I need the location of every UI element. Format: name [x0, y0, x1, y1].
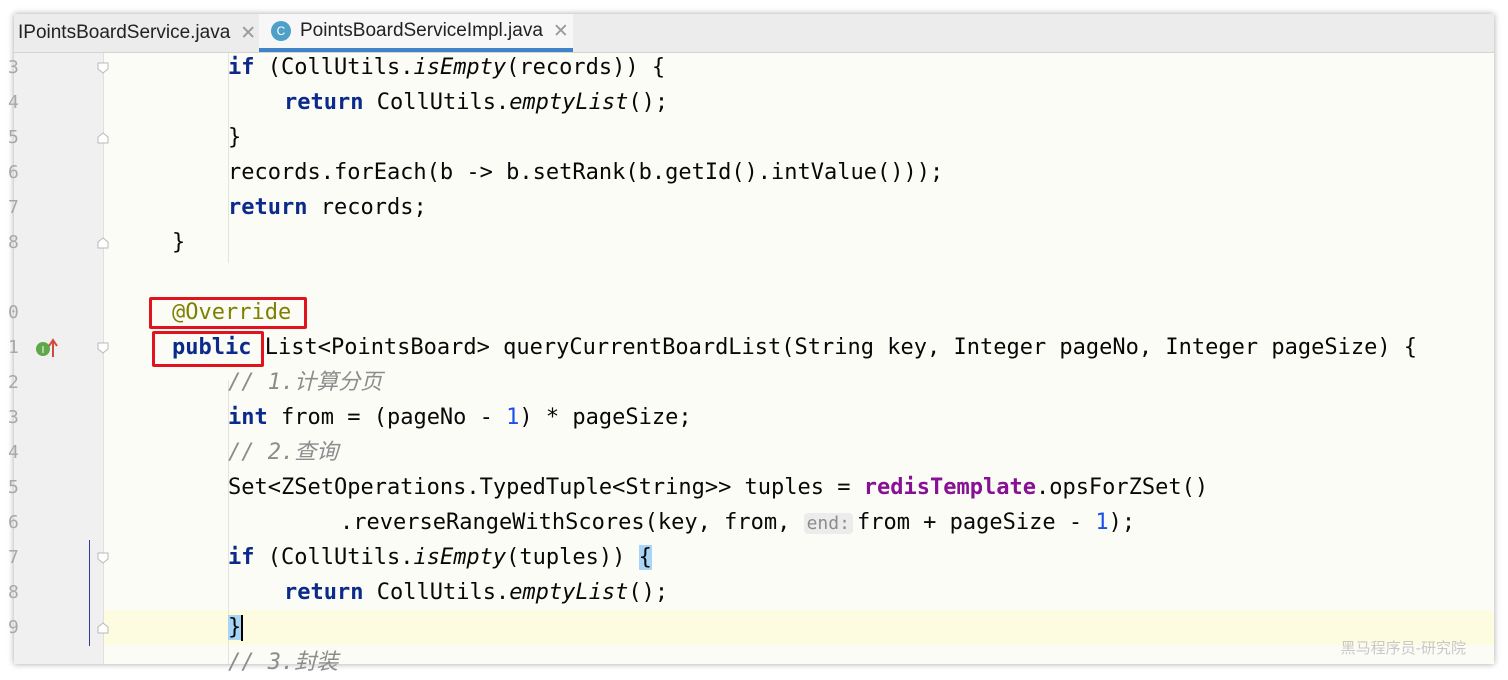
svg-text:I: I: [42, 345, 45, 356]
code-line[interactable]: 7 return records;: [8, 190, 1494, 225]
line-number: 3: [8, 57, 19, 78]
close-icon[interactable]: ✕: [552, 20, 569, 42]
watermark: 黑马程序员-研究院: [1340, 639, 1466, 657]
code-text: }: [172, 230, 186, 255]
line-number: 8: [8, 232, 19, 253]
code-line[interactable]: 6 .reverseRangeWithScores(key, from, end…: [8, 505, 1494, 540]
line-number: 4: [8, 442, 19, 463]
code-line[interactable]: 9 }: [8, 610, 1494, 645]
line-number: 4: [8, 92, 19, 113]
code-text: return CollUtils.emptyList();: [284, 90, 669, 115]
implements-method-icon[interactable]: I: [34, 337, 70, 359]
text-caret: [241, 615, 244, 641]
code-text: public List<PointsBoard> queryCurrentBoa…: [172, 335, 1418, 360]
editor-window: IPointsBoardService.java ✕ C PointsBoard…: [8, 14, 1494, 675]
line-number: 1: [8, 337, 19, 358]
code-line[interactable]: 1 I public List<PointsBoard> queryCurren…: [8, 330, 1494, 365]
code-text: }: [228, 610, 244, 645]
java-class-icon: C: [271, 21, 291, 41]
line-number: 6: [8, 162, 19, 183]
code-text: .reverseRangeWithScores(key, from, end:f…: [340, 510, 1136, 535]
code-line[interactable]: 8 return CollUtils.emptyList();: [8, 575, 1494, 610]
code-line[interactable]: 5 Set<ZSetOperations.TypedTuple<String>>…: [8, 470, 1494, 505]
code-line[interactable]: 8 }: [8, 225, 1494, 260]
code-line[interactable]: 3 if (CollUtils.isEmpty(records)) {: [8, 50, 1494, 85]
matched-brace: {: [638, 545, 652, 570]
code-text: int from = (pageNo - 1) * pageSize;: [228, 405, 692, 430]
code-text: records.forEach(b -> b.setRank(b.getId()…: [228, 160, 944, 185]
code-line[interactable]: // 3.封装: [14, 645, 1494, 680]
comment-text: // 3.封装: [228, 650, 339, 675]
public-highlight-box: [152, 331, 264, 367]
code-line[interactable]: 2 // 1.计算分页: [8, 365, 1494, 400]
code-line[interactable]: 4 // 2.查询: [8, 435, 1494, 470]
matched-brace: }: [228, 615, 242, 640]
fold-end-icon[interactable]: [96, 621, 110, 635]
code-text: return CollUtils.emptyList();: [284, 580, 669, 605]
annotation-text: @Override: [172, 300, 292, 325]
code-text: }: [228, 125, 242, 150]
line-number: 9: [8, 617, 19, 638]
indent-guide: [228, 380, 229, 664]
line-number: 5: [8, 127, 19, 148]
current-line-highlight: [104, 610, 1494, 645]
fold-icon[interactable]: [96, 341, 110, 355]
gutter-divider: [103, 53, 104, 664]
fold-icon[interactable]: [96, 61, 110, 75]
code-line[interactable]: 5 }: [8, 120, 1494, 155]
fold-icon[interactable]: [96, 551, 110, 565]
code-text: Set<ZSetOperations.TypedTuple<String>> t…: [228, 475, 1209, 500]
override-highlight-box: [149, 297, 307, 329]
line-number: 6: [8, 512, 19, 533]
comment-text: // 2.查询: [228, 440, 339, 465]
parameter-hint: end:: [803, 513, 853, 534]
line-number: 2: [8, 372, 19, 393]
close-icon[interactable]: ✕: [240, 22, 257, 44]
code-line[interactable]: 0 @Override: [8, 295, 1494, 330]
code-text: if (CollUtils.isEmpty(tuples)) {: [228, 545, 652, 570]
line-number: 7: [8, 197, 19, 218]
code-line[interactable]: 6 records.forEach(b -> b.setRank(b.getId…: [8, 155, 1494, 190]
fold-end-icon[interactable]: [96, 131, 110, 145]
line-number: 5: [8, 477, 19, 498]
tab-pointsboardserviceimpl[interactable]: C PointsBoardServiceImpl.java ✕: [259, 14, 573, 52]
code-line[interactable]: 3 int from = (pageNo - 1) * pageSize;: [8, 400, 1494, 435]
code-text: return records;: [228, 195, 427, 220]
line-number: 3: [8, 407, 19, 428]
line-number: 7: [8, 547, 19, 568]
scope-marker: [89, 540, 90, 646]
editor-tab-bar: IPointsBoardService.java ✕ C PointsBoard…: [14, 14, 1494, 53]
tab-label: IPointsBoardService.java: [18, 22, 231, 43]
comment-text: // 1.计算分页: [228, 370, 383, 395]
code-line[interactable]: 4 return CollUtils.emptyList();: [8, 85, 1494, 120]
code-line[interactable]: [14, 260, 1494, 295]
tab-ipointsboardservice[interactable]: IPointsBoardService.java ✕: [18, 14, 256, 52]
code-line[interactable]: 7 if (CollUtils.isEmpty(tuples)) {: [8, 540, 1494, 575]
code-text: if (CollUtils.isEmpty(records)) {: [228, 55, 666, 80]
indent-guide: [228, 53, 229, 263]
line-number: 0: [8, 302, 19, 323]
fold-end-icon[interactable]: [96, 236, 110, 250]
tab-label: PointsBoardServiceImpl.java: [300, 20, 543, 41]
line-number: 8: [8, 582, 19, 603]
